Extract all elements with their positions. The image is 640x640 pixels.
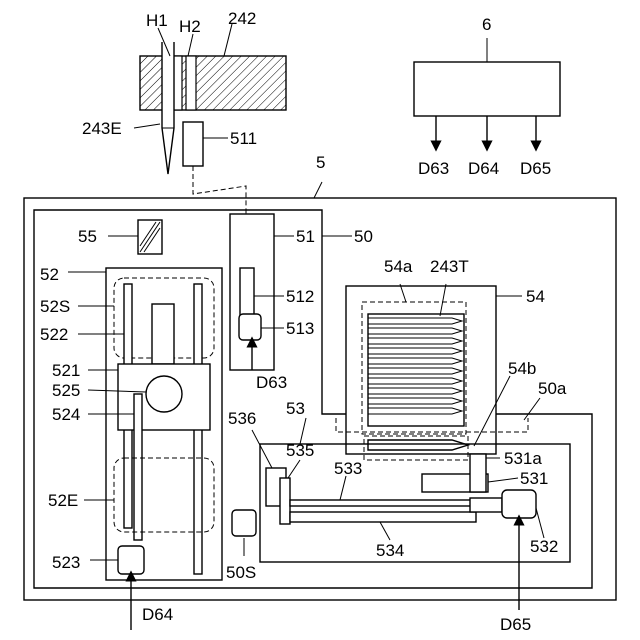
label-243E: 243E: [82, 119, 122, 138]
label-531a: 531a: [504, 449, 542, 468]
label-533: 533: [334, 459, 362, 478]
label-242: 242: [228, 9, 256, 28]
label-53: 53: [286, 399, 305, 418]
controller-6: [414, 62, 560, 116]
label-54: 54: [526, 287, 545, 306]
label-h1: H1: [146, 11, 168, 30]
label-d64-bot: D64: [142, 605, 173, 624]
sensor-511: [183, 122, 203, 166]
label-52S: 52S: [40, 297, 70, 316]
label-50: 50: [354, 227, 373, 246]
label-d63-top: D63: [418, 159, 449, 178]
label-52: 52: [40, 265, 59, 284]
label-525: 525: [52, 381, 80, 400]
label-h2: H2: [179, 17, 201, 36]
label-6: 6: [482, 15, 491, 34]
label-532: 532: [530, 537, 558, 556]
label-54a: 54a: [384, 257, 413, 276]
label-d64-top: D64: [468, 159, 499, 178]
motor-525: [146, 376, 182, 412]
clamp-535: [280, 478, 290, 524]
label-524: 524: [52, 405, 80, 424]
label-52E: 52E: [48, 491, 78, 510]
motor-523: [118, 546, 144, 574]
sensor-50S: [232, 510, 256, 536]
label-55: 55: [78, 227, 97, 246]
label-243T: 243T: [430, 257, 469, 276]
label-51: 51: [296, 227, 315, 246]
base-534: [290, 512, 476, 522]
label-d65-top: D65: [520, 159, 551, 178]
label-511: 511: [230, 129, 257, 148]
detector-513: [239, 314, 261, 340]
label-513: 513: [286, 319, 314, 338]
label-534: 534: [376, 541, 404, 560]
label-54b: 54b: [508, 359, 536, 378]
motor-532: [502, 490, 536, 518]
coupler: [470, 498, 502, 512]
label-50a: 50a: [538, 379, 567, 398]
label-50S: 50S: [226, 563, 256, 582]
label-d63-mid: D63: [256, 373, 287, 392]
tip-single: [368, 440, 468, 450]
shaft-533: [290, 500, 476, 506]
rod-524: [134, 394, 142, 540]
pipette-tip-243E: [162, 42, 174, 174]
detector-512: [240, 268, 254, 316]
hole-h2: [186, 56, 196, 110]
label-531: 531: [520, 469, 548, 488]
label-512: 512: [286, 287, 314, 306]
gripper-531a: [470, 454, 486, 492]
label-d65-bot: D65: [500, 615, 531, 634]
arm-522: [152, 304, 174, 364]
label-522: 522: [40, 325, 68, 344]
label-523: 523: [52, 553, 80, 572]
label-5: 5: [316, 153, 325, 172]
label-521: 521: [52, 361, 80, 380]
label-535: 535: [286, 441, 314, 460]
label-536: 536: [228, 409, 256, 428]
